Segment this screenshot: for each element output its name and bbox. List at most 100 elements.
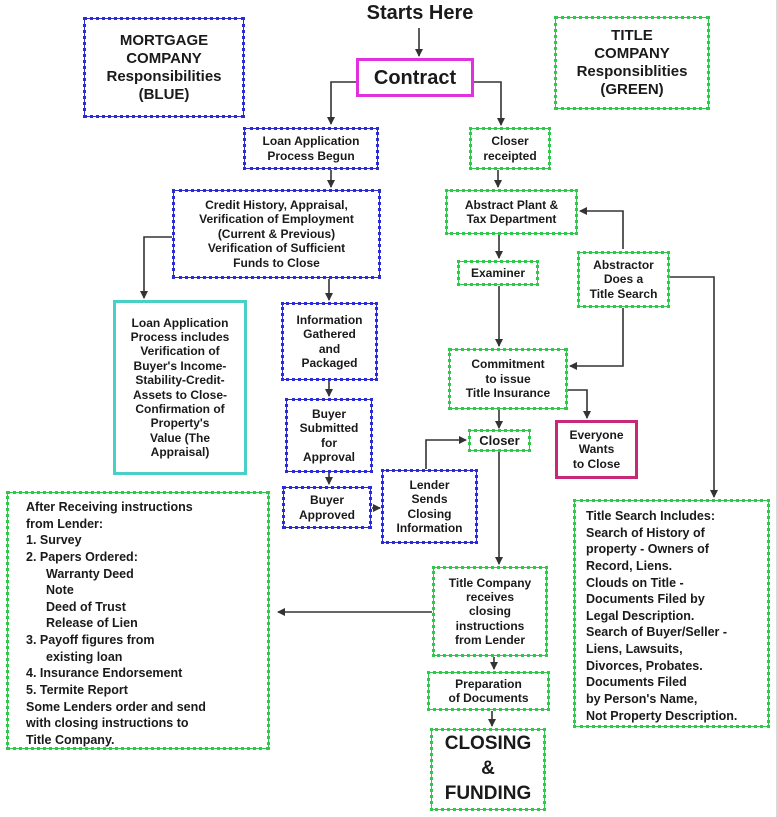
node-text-line: (GREEN) (600, 81, 664, 98)
instruction-line: Release of Lien (46, 616, 138, 631)
node-credit-history[interactable]: Credit History, Appraisal,Verification o… (172, 189, 381, 279)
arrow-commitment-to-everyone (568, 389, 591, 419)
instruction-line: 5. Termite Report (26, 682, 128, 697)
node-text-line: Title Insurance (465, 386, 551, 401)
node-text-line: Contract (373, 66, 457, 89)
title-search-line: Liens, Lawsuits, (586, 642, 683, 656)
node-text-line: Abstractor (593, 257, 654, 272)
arrow-abstractor-to-commitment (569, 308, 624, 370)
node-text-line: Appraisal) (150, 445, 210, 460)
after-receiving-instructions-box: After Receiving instructions from Lender:… (6, 491, 270, 750)
node-text-line: Value (The (149, 430, 211, 445)
instruction-line: 1. Survey (26, 533, 82, 548)
node-text-line: Process Begun (267, 148, 355, 163)
node-text-line: CLOSING (444, 733, 532, 755)
node-text-line: closing (468, 604, 511, 619)
node-text-line: Closer (491, 134, 529, 149)
node-text-line: Sends (411, 492, 448, 507)
node-text-line: COMPANY (594, 45, 670, 62)
node-text-line: Responsiblities (576, 63, 688, 80)
node-text-line: Verification of Employment (199, 212, 354, 227)
node-text-line: of Documents (448, 691, 529, 705)
title-search-line: Legal Description. (586, 608, 695, 623)
instruction-line: After Receiving instructions (26, 500, 193, 514)
instruction-line: Note (46, 583, 74, 598)
title-search-includes-box: Title Search Includes:Search of History … (573, 499, 770, 728)
title-search-line: Clouds on Title - (586, 575, 684, 590)
node-text-line: TITLE (611, 27, 653, 44)
node-examiner[interactable]: Examiner (457, 260, 539, 286)
node-text-line: Title Search (589, 286, 658, 301)
node-text-line: and (318, 341, 341, 356)
node-text-line: Stability-Credit- (135, 373, 225, 388)
node-text-line: Everyone (569, 427, 624, 442)
node-text-line: for (321, 435, 337, 450)
node-text-line: Closing (407, 506, 452, 521)
arrow-contract-to-closer-receipted (474, 81, 505, 126)
node-text-line: Approved (298, 507, 355, 522)
node-text-line: & (481, 758, 495, 780)
node-text-line: Title Company (448, 575, 532, 590)
node-text-line: Tax Department (466, 212, 557, 226)
title-search-line: Documents Filed by (586, 592, 705, 607)
node-text-line: Information (396, 520, 463, 535)
node-abstract-plant[interactable]: Abstract Plant &Tax Department (445, 189, 578, 235)
arrow-abstractor-to-title-search (670, 276, 718, 498)
node-text-line: Verification of (140, 344, 220, 359)
node-text-line: Commitment (471, 357, 545, 372)
node-closer[interactable]: Closer (468, 429, 531, 452)
node-text-line: FUNDING (444, 782, 532, 804)
node-closing-funding[interactable]: CLOSING &FUNDING (430, 728, 546, 811)
node-text-line: Buyer's Income- (133, 358, 227, 373)
title-search-line: property - Owners of (586, 542, 709, 557)
node-text-line: Information (296, 312, 363, 327)
node-text-line: to Close (572, 456, 621, 471)
node-text-line: (BLUE) (138, 85, 190, 103)
node-text-line: Property's (150, 416, 210, 431)
instruction-line: Some Lenders order and send (26, 699, 206, 714)
node-text-line: Credit History, Appraisal, (205, 198, 348, 213)
node-contract[interactable]: Contract (356, 58, 474, 97)
instruction-line: from Lender: (26, 516, 104, 531)
node-text-line: Buyer (311, 406, 346, 421)
instruction-line: with closing instructions to (26, 716, 189, 731)
node-text-line: MORTGAGE (119, 31, 209, 49)
node-text-line: Lender (409, 477, 450, 492)
node-text-line: Abstract Plant & (464, 197, 559, 212)
node-text-line: Loan Application (131, 315, 229, 330)
node-text-line: Process includes (130, 329, 230, 344)
title-search-line: by Person's Name, (586, 691, 698, 706)
node-text-line: to issue (485, 371, 531, 386)
node-text-line: Approval (302, 449, 355, 464)
node-text-line: Verification of Sufficient (207, 241, 346, 256)
title-search-line: Record, Liens. (586, 558, 673, 573)
title-search-line: Search of History of (586, 525, 705, 540)
starts-here-label: Starts Here (366, 2, 474, 24)
node-text-line: Closer (479, 432, 520, 448)
node-text-line: receipted (483, 148, 537, 163)
node-text-line: Loan Application (262, 134, 360, 149)
instruction-line: Deed of Trust (46, 599, 126, 614)
instruction-line: 3. Payoff figures from (26, 633, 155, 647)
arrow-lender-to-closer (425, 436, 467, 470)
title-search-line: Documents Filed (586, 675, 687, 690)
right-edge-border (776, 0, 778, 817)
node-text-line: Buyer (309, 493, 344, 508)
instruction-line: Warranty Deed (46, 566, 134, 581)
node-text-line: Responsibilities (106, 67, 222, 85)
